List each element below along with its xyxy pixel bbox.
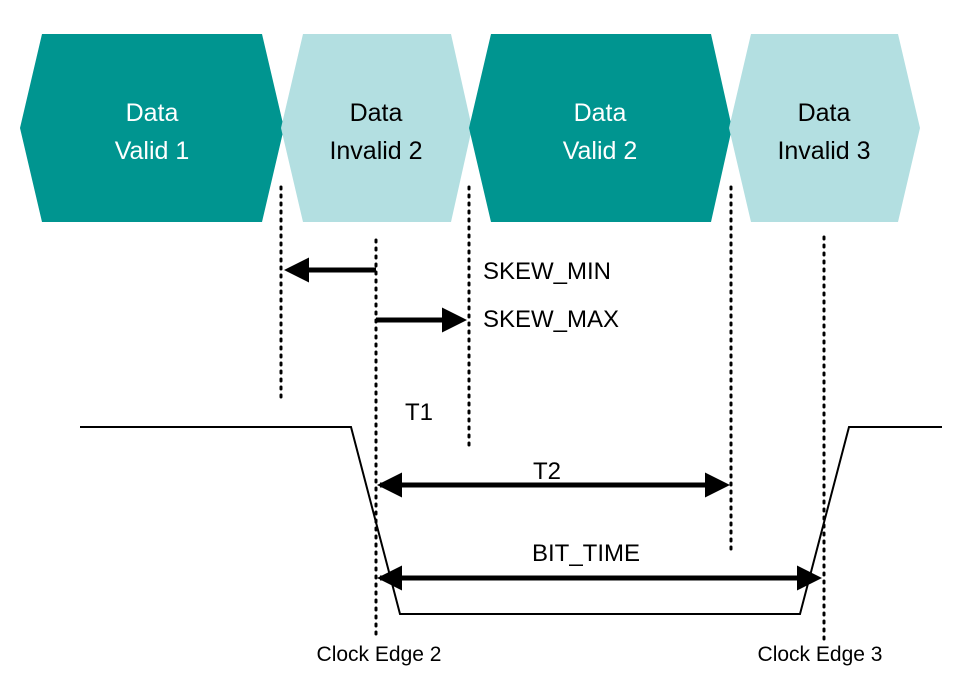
segment-shape xyxy=(469,34,732,222)
label-clock-edge-3: Clock Edge 3 xyxy=(758,643,883,666)
label-skew-max: SKEW_MAX xyxy=(483,306,619,333)
segment-line1: Data xyxy=(126,99,179,127)
segment-shape xyxy=(281,34,472,222)
clock-waveform xyxy=(80,426,942,615)
segment-line2: Invalid 3 xyxy=(777,137,870,165)
segment-line2: Invalid 2 xyxy=(329,137,422,165)
segment-line1: Data xyxy=(350,99,403,127)
segment-data-valid-2: Data Valid 2 xyxy=(469,34,732,222)
segment-line1: Data xyxy=(798,99,851,127)
segment-data-invalid-3: Data Invalid 3 xyxy=(729,34,920,222)
segment-line1: Data xyxy=(574,99,627,127)
label-t2: T2 xyxy=(533,458,561,485)
segment-data-valid-1: Data Valid 1 xyxy=(20,34,284,222)
segment-line2: Valid 2 xyxy=(563,137,638,165)
label-clock-edge-2: Clock Edge 2 xyxy=(317,643,442,666)
segment-shape xyxy=(729,34,920,222)
segment-shape xyxy=(20,34,284,222)
segment-line2: Valid 1 xyxy=(115,137,190,165)
segment-data-invalid-2: Data Invalid 2 xyxy=(281,34,472,222)
label-skew-min: SKEW_MIN xyxy=(483,258,611,285)
label-t1: T1 xyxy=(405,399,433,426)
label-bit-time: BIT_TIME xyxy=(532,540,640,567)
